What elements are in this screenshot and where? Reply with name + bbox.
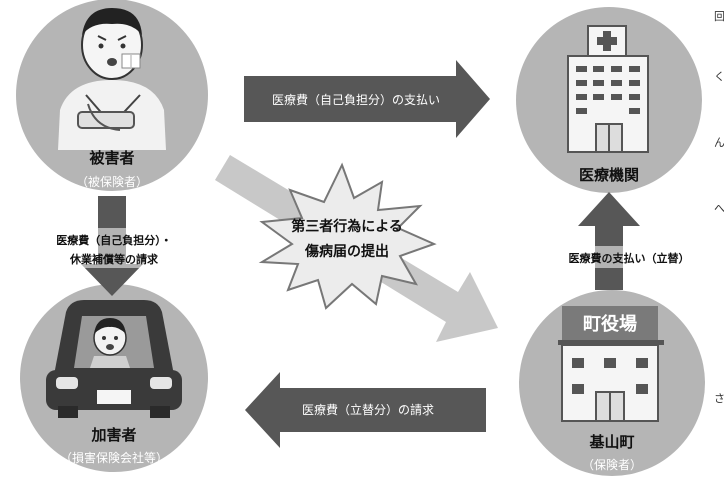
arrow-victim-to-hospital (244, 60, 490, 138)
edge-fragment-1: 回 (714, 10, 724, 23)
arrow-town-to-hospital (578, 192, 640, 290)
edge-fragment-5: さ (714, 392, 724, 405)
label-town-to-hospital: 医療費の支払い（立替） (569, 251, 690, 265)
town-hall-icon: 町役場 (558, 306, 664, 422)
burst-text-line2: 傷病届の提出 (304, 243, 389, 260)
car-icon (46, 300, 182, 418)
perpetrator-role: （損害保険会社等） (60, 450, 168, 465)
label-victim-to-hospital: 医療費（自己負担分）の支払い (272, 92, 440, 107)
injured-person-icon (58, 8, 166, 150)
submission-burst-shape (258, 162, 437, 310)
hospital-name: 医療機関 (579, 166, 639, 184)
label-bg-town-to-hospital (546, 246, 712, 268)
edge-fragment-4: へ (714, 202, 724, 215)
victim-role: （被保険者） (76, 175, 148, 189)
label-victim-to-perpetrator-line1: 医療費（自己負担分）・ (56, 233, 172, 247)
hospital-building-icon (567, 25, 649, 153)
town-name: 基山町 (588, 433, 634, 451)
edge-fragment-2: く (714, 70, 724, 83)
edge-fragment-3: ん (714, 136, 724, 149)
arrow-town-to-perpetrator (245, 372, 486, 448)
burst-text-line1: 第三者行為による (291, 218, 403, 235)
label-bg-victim-to-perpetrator (28, 228, 200, 268)
perpetrator-name: 加害者 (90, 426, 136, 444)
town-role: （保険者） (582, 458, 642, 472)
label-town-to-perpetrator: 医療費（立替分）の請求 (302, 402, 434, 417)
town-hall-sign: 町役場 (583, 313, 637, 335)
label-victim-to-perpetrator-line2: 休業補償等の請求 (69, 252, 159, 266)
victim-name: 被害者 (89, 149, 134, 167)
